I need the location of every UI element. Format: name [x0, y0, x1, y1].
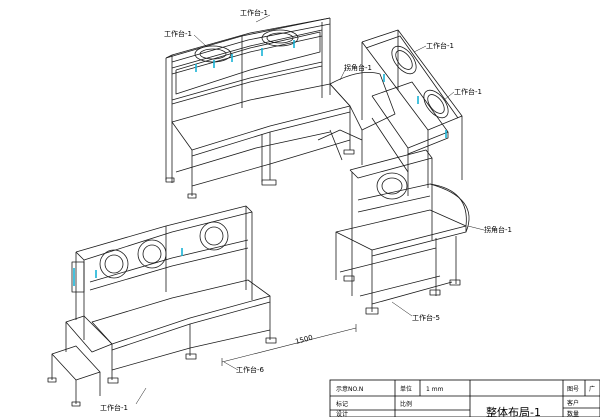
corner-table-right [429, 183, 470, 233]
label-wt5: 工作台-5 [412, 313, 440, 322]
label-wt-bottom-left: 工作台-1 [100, 403, 128, 412]
workstation-bottom-left [47, 315, 113, 407]
title-block-scale-label: 比例 [400, 400, 412, 408]
workstation-back-left [165, 17, 355, 199]
labels: 工作台-1 工作台-1 拐角台-1 工作台-1 工作台-1 拐角台-1 工作台-… [100, 8, 512, 412]
workstation-6 [71, 205, 277, 384]
label-corner-top: 拐角台-1 [344, 63, 372, 72]
label-wt6: 工作台-6 [236, 365, 265, 374]
dimension-value: 1500 [294, 334, 313, 346]
label-wt1-left: 工作台-1 [164, 29, 192, 38]
title-block-fig-no-label: 图号 [567, 386, 579, 393]
workstation-right-upper [361, 29, 463, 196]
title-block-drawing-no: 示意NO.N [336, 385, 363, 393]
corner-table-top [317, 71, 396, 165]
title-block: 示意NO.N 单位 1 mm 标记 比例 设计 整体布局-1 图号 广 客户 数… [329, 379, 600, 417]
title-block-mark-label: 标记 [336, 400, 348, 408]
title-block-qty-label: 数量 [567, 410, 579, 417]
title-block-fig-no-value: 广 [589, 385, 595, 393]
title-block-customer-label: 客户 [567, 399, 579, 407]
label-wt1-right-mid: 工作台-1 [454, 87, 482, 96]
title-block-design-label: 设计 [336, 410, 348, 417]
title-block-unit-value: 1 mm [426, 386, 444, 393]
dimension-line [221, 324, 357, 366]
label-wt1-right-top: 工作台-1 [426, 41, 454, 50]
label-corner-right: 拐角台-1 [484, 225, 512, 234]
title-block-unit-label: 单位 [400, 385, 412, 393]
leader-lines [135, 14, 485, 405]
workstation-5 [335, 149, 467, 315]
title-block-title: 整体布局-1 [486, 405, 541, 417]
label-wt1-top: 工作台-1 [240, 8, 268, 17]
